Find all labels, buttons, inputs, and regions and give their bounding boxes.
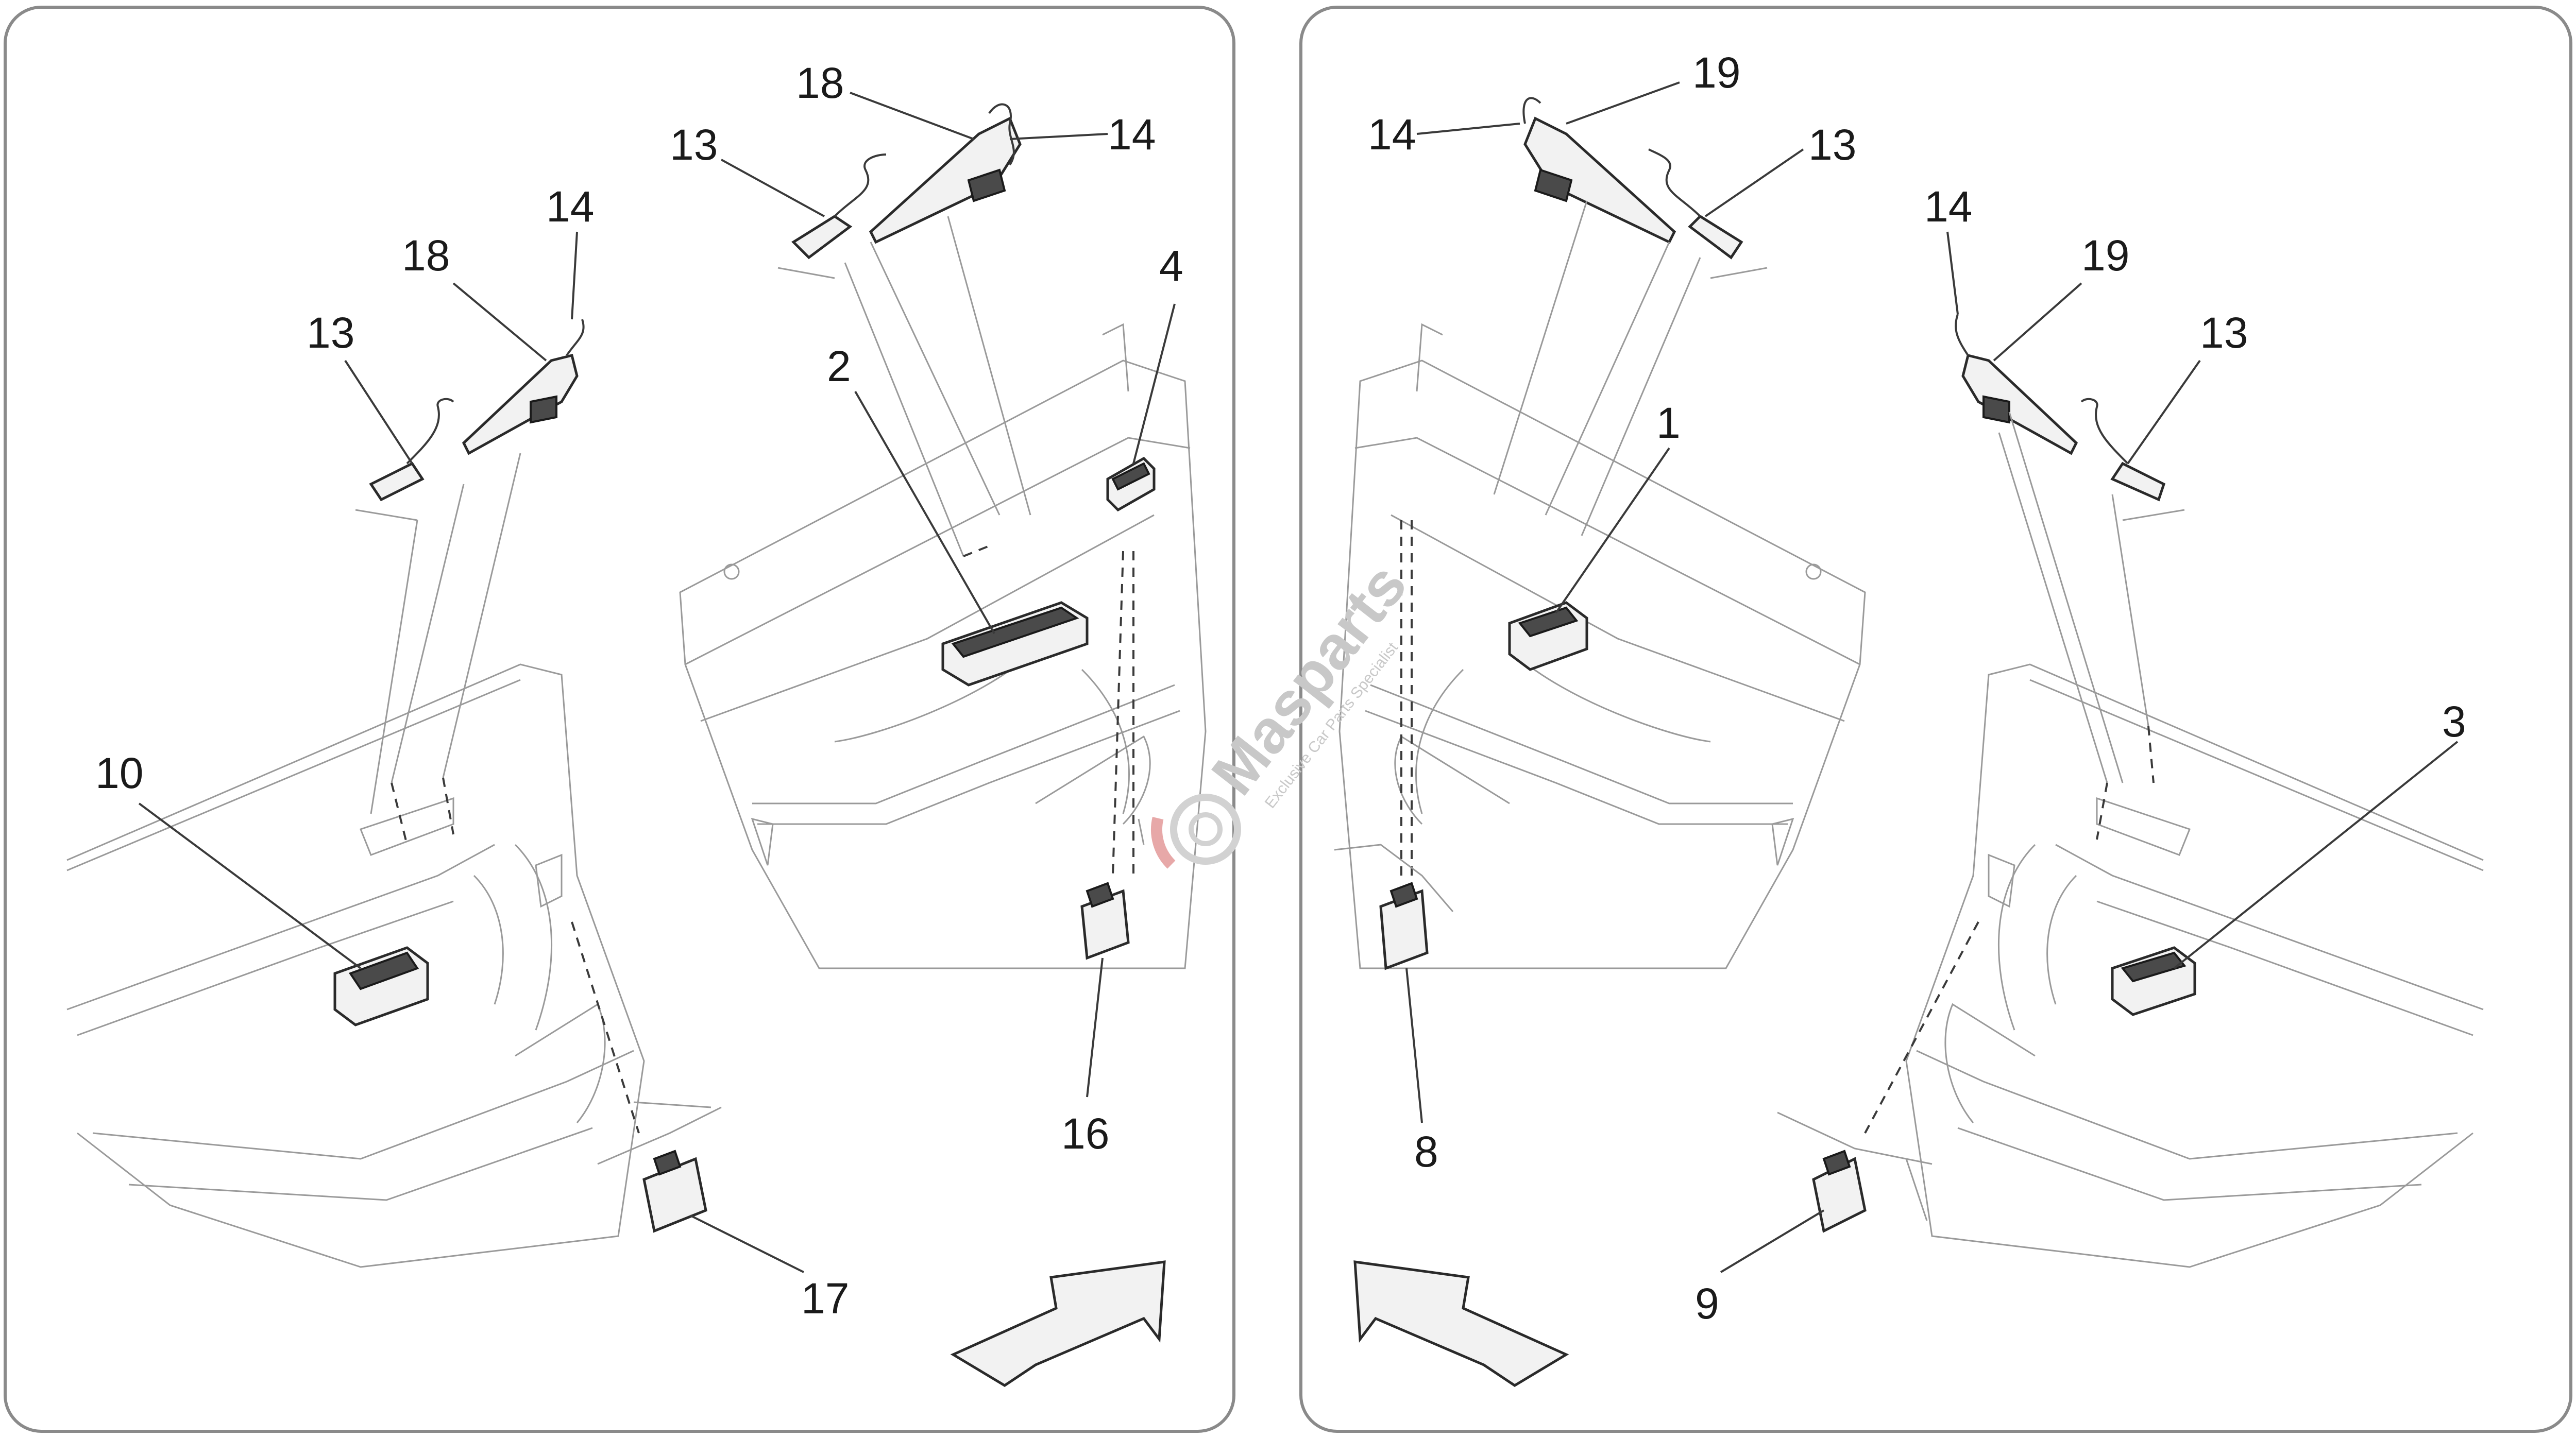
left-rear-door-trim	[66, 663, 645, 1268]
watermark-gear-icon	[1170, 794, 1241, 865]
left-direction-arrow	[950, 1260, 1166, 1387]
left-panel: 18 14 13 14 18 13 4 2 10 16 17	[4, 6, 1235, 1433]
right-upper-harness	[1493, 97, 1768, 536]
right-leader-lines	[1405, 81, 2459, 1273]
callout-14-mid-right: 14	[1924, 182, 1972, 231]
left-upper-harness	[777, 103, 1031, 557]
left-front-aux-switch	[1106, 456, 1156, 512]
right-front-door-trim	[1338, 323, 1866, 969]
callout-13-top: 13	[670, 121, 718, 169]
right-direction-arrow	[1353, 1260, 1569, 1387]
callout-13-mid-right: 13	[2200, 309, 2248, 357]
left-rear-door-module	[571, 921, 722, 1233]
left-mid-harness	[355, 319, 585, 845]
callout-8: 8	[1414, 1127, 1438, 1176]
callout-13-top-right: 13	[1808, 121, 1856, 169]
right-panel-frame	[1299, 6, 2572, 1433]
right-rear-door-module	[1777, 921, 1979, 1233]
callout-3: 3	[2442, 697, 2466, 746]
left-leader-lines	[138, 92, 1176, 1273]
right-panel: 19 14 13 14 19 13 1 3 8 9	[1299, 6, 2572, 1433]
left-front-door-module	[1080, 551, 1145, 960]
callout-16: 16	[1061, 1109, 1109, 1158]
callout-10: 10	[95, 749, 143, 797]
right-mid-harness	[1955, 314, 2185, 840]
callout-1: 1	[1656, 399, 1681, 447]
callout-14-top: 14	[1108, 110, 1156, 159]
callout-18-mid: 18	[402, 231, 450, 280]
callout-4: 4	[1159, 242, 1183, 290]
left-front-door-trim	[679, 323, 1207, 969]
callout-13-mid: 13	[307, 309, 354, 357]
callout-14-mid: 14	[546, 182, 594, 231]
callout-17: 17	[801, 1274, 849, 1323]
callout-14-top-right: 14	[1368, 110, 1416, 159]
right-front-window-switch	[1508, 601, 1588, 671]
right-front-door-module	[1334, 520, 1454, 970]
right-rear-door-trim	[1905, 663, 2484, 1268]
callout-19-top: 19	[1692, 48, 1740, 97]
callout-9: 9	[1695, 1279, 1719, 1328]
callout-2: 2	[827, 342, 851, 390]
callout-18-top: 18	[796, 59, 844, 107]
callout-19-mid: 19	[2081, 231, 2129, 280]
left-front-master-switch	[941, 601, 1089, 687]
right-rear-window-switch	[2111, 946, 2196, 1016]
left-panel-frame	[4, 6, 1235, 1433]
